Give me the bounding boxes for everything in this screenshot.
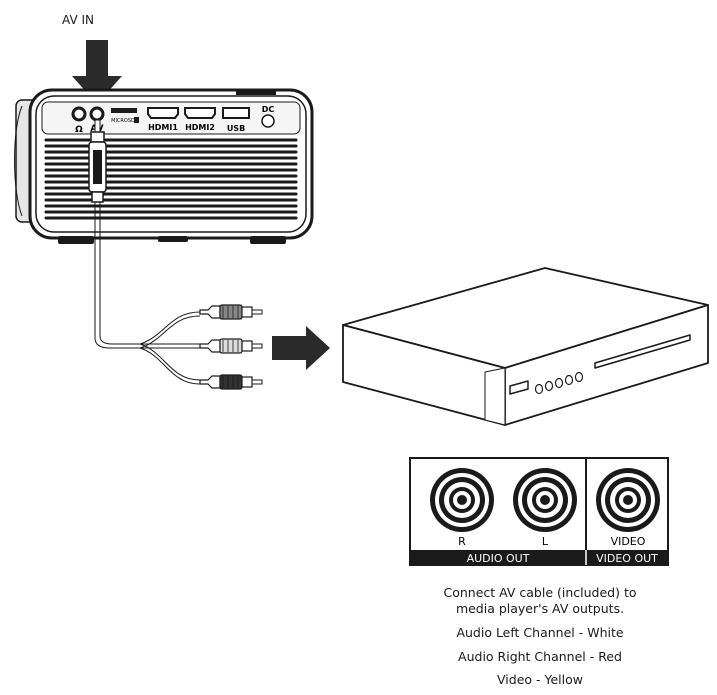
vent-grille (44, 138, 298, 220)
rca-plug-red (199, 304, 263, 320)
jack-r-label: R (458, 535, 466, 548)
av-cable (94, 202, 201, 385)
hdmi2-label: HDMI2 (185, 123, 215, 132)
headphone-icon: Ω (75, 125, 83, 135)
microsd-label: MICROSD (111, 118, 135, 124)
caption-line-5: Video - Yellow (497, 672, 583, 687)
projector-foot-center (158, 236, 188, 242)
headphone-jack (71, 106, 87, 122)
caption-line-2: media player's AV outputs. (455, 601, 625, 616)
dc-jack (261, 114, 275, 128)
av-jack (89, 106, 105, 122)
connect-arrow (272, 326, 330, 370)
cable-branch-yellow (139, 343, 201, 381)
usb-label: USB (227, 124, 245, 133)
usb-port (222, 107, 250, 119)
ports: Ω AV MICROSD HDMI1 HDMI2 USB DC (71, 105, 275, 135)
hdmi1-port (147, 107, 179, 119)
jack-video (596, 468, 660, 532)
jack-l-label: L (542, 535, 549, 548)
projector-foot-left (58, 236, 94, 244)
jack-l (513, 468, 577, 532)
rca-plug-yellow (199, 374, 263, 390)
hdmi1-label: HDMI1 (148, 123, 178, 132)
caption-line-1: Connect AV cable (included) to (443, 585, 637, 600)
av-outputs-panel: R L VIDEO AUDIO OUT VIDEO OUT (409, 457, 669, 566)
caption-line-3: Audio Left Channel - White (456, 625, 624, 640)
av-plug (88, 119, 107, 203)
control-button (544, 380, 554, 392)
jack-r (430, 468, 494, 532)
av-in-label: AV IN (62, 13, 94, 27)
audio-out-label: AUDIO OUT (467, 552, 530, 565)
control-button (554, 377, 564, 389)
control-button (534, 383, 544, 395)
media-player (342, 267, 709, 426)
cable-branch-red (139, 311, 201, 345)
hdmi2-port (184, 107, 216, 119)
power-button (509, 380, 529, 395)
control-button (564, 374, 574, 386)
control-button (574, 371, 584, 383)
video-out-label: VIDEO OUT (596, 552, 658, 565)
av-in-arrow (72, 40, 122, 104)
rca-plug-white (199, 338, 263, 354)
dc-label: DC (262, 105, 275, 114)
projector-foot-right (250, 236, 286, 244)
caption-line-4: Audio Right Channel - Red (458, 649, 622, 664)
outputs-label-bar (410, 550, 668, 565)
jack-video-label: VIDEO (611, 535, 646, 548)
disc-tray (594, 334, 691, 369)
microsd-icon (134, 117, 139, 123)
microsd-slot (111, 108, 137, 113)
